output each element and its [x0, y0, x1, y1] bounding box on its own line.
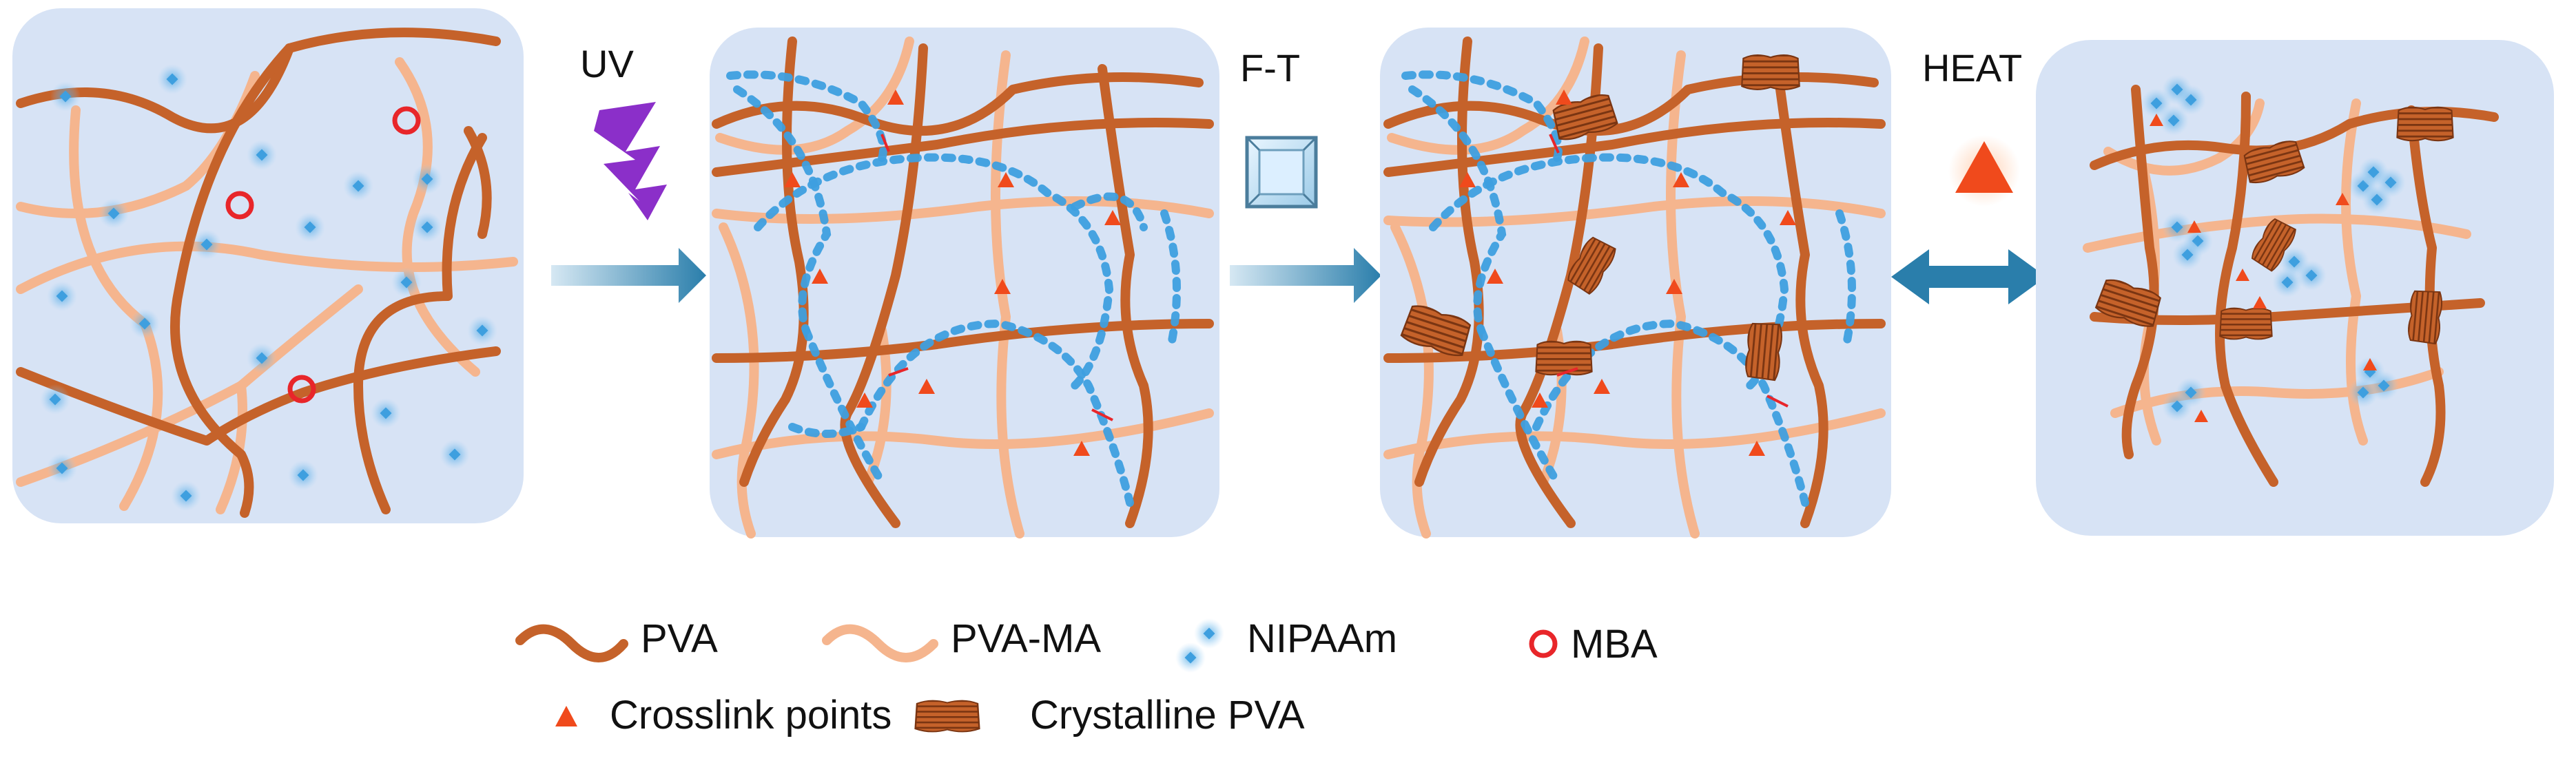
legend-item-nipaam: NIPAAm [1175, 616, 1397, 673]
panel-1-background [12, 8, 524, 523]
ice-cube-icon [1245, 136, 1318, 209]
heat-label: HEAT [1922, 46, 2022, 90]
reversible-arrow-icon [1891, 249, 2046, 304]
panel-freeze-thaw [1380, 28, 1891, 538]
panel-uv-crosslinked [710, 28, 1219, 538]
legend-item-crystalline: Crystalline PVA [914, 693, 1305, 738]
mba-marker [392, 106, 421, 135]
heat-triangle-icon [1955, 141, 2013, 193]
legend-item-crosslink: Crosslink points [555, 693, 892, 738]
crystalline-pva-domain [1535, 340, 1593, 376]
uv-label: UV [580, 42, 634, 85]
crystalline-pva-domain [1741, 54, 1800, 90]
lightning-icon [594, 102, 667, 220]
panel-heated-shrunk [2036, 40, 2554, 536]
legend-label-crystalline: Crystalline PVA [1030, 693, 1305, 738]
mba-marker [225, 191, 254, 220]
legend-item-mba: MBA [1529, 622, 1658, 667]
legend-label-pva: PVA [641, 616, 718, 661]
legend-label-nipaam: NIPAAm [1247, 616, 1397, 661]
crosslink-markers [2150, 114, 2377, 422]
legend-label-crosslink: Crosslink points [610, 693, 892, 738]
crystalline-pva-domain [1744, 321, 1784, 381]
crosslink-triangle-icon [555, 706, 577, 726]
crystalline-pva-icon [914, 700, 980, 733]
uv-arrow-icon [551, 248, 706, 303]
legend-label-pva-ma: PVA-MA [951, 616, 1101, 661]
uv-step: UV [551, 42, 706, 303]
panel-initial [12, 8, 524, 523]
crystalline-pva-domain [2396, 106, 2454, 142]
ft-label: F-T [1240, 46, 1300, 90]
mba-icon [1529, 629, 1558, 658]
legend: PVA PVA-MA NIPAAm MBA Crosslink points C… [515, 616, 1658, 738]
ft-arrow-icon [1230, 248, 1381, 303]
crosslink-markers [784, 90, 1121, 456]
mba-marker [287, 375, 316, 404]
crystalline-pva-domain [2407, 289, 2444, 345]
legend-item-pva: PVA [515, 616, 718, 662]
ft-step: F-T [1230, 46, 1381, 303]
legend-item-pva-ma: PVA-MA [822, 616, 1101, 662]
legend-label-mba: MBA [1571, 622, 1658, 667]
crosslink-markers [1459, 90, 1796, 456]
heat-step: HEAT [1891, 46, 2046, 304]
crystalline-pva-domain [2219, 307, 2273, 340]
